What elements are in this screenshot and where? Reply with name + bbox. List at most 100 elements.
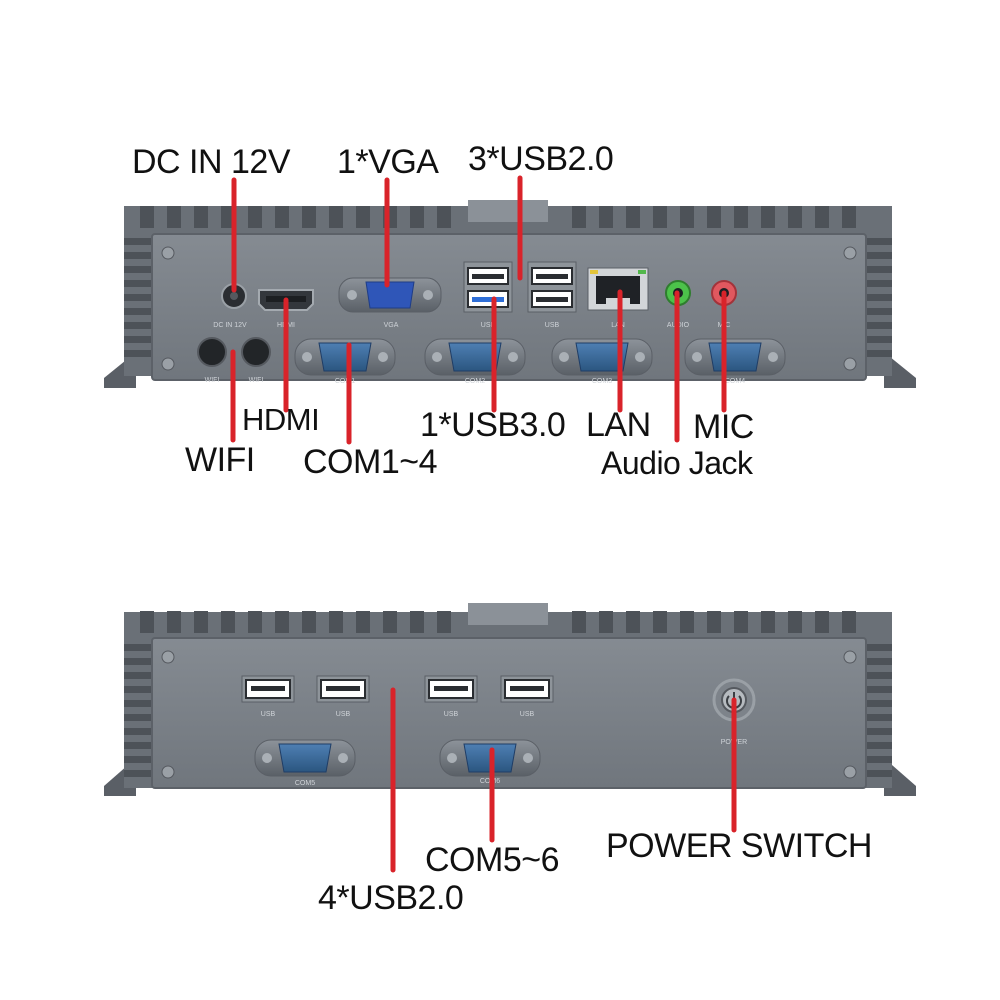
heatsink-fin [302,611,316,633]
heatsink-fin [626,611,640,633]
heatsink-fin [124,252,152,259]
heatsink-fin [248,611,262,633]
heatsink-fin [124,238,152,245]
heatsink-fin [124,714,152,721]
top-pointer-lines [230,175,727,445]
com-port [294,338,396,376]
wifi-silkscreen-1: WIFI [205,377,220,384]
heatsink-fin [866,658,892,665]
heatsink-fin [842,611,856,633]
heatsink-fin [626,206,640,228]
label-usb3: 1*USB3.0 [420,406,566,444]
com-ports-bottom [254,739,541,777]
heatsink-fin [124,658,152,665]
heatsink-fin [329,206,343,228]
heatsink-fin [734,611,748,633]
com3-silkscreen: COM3 [592,378,612,385]
heatsink-fin [866,266,892,273]
usb-port [241,675,295,703]
usb-port [424,675,478,703]
wifi-antenna-2 [241,337,271,367]
heatsink-fin [599,611,613,633]
heatsink-fin [707,206,721,228]
heatsink-fin [275,611,289,633]
heatsink-fin [734,206,748,228]
com-port [254,739,356,777]
heatsink-fin [842,206,856,228]
heatsink-fin [124,336,152,343]
usb-silkscreen-1: USB [261,711,276,718]
heatsink-fin [140,611,154,633]
heatsink-fin [124,672,152,679]
usb-stack-2 [527,261,577,313]
heatsink-fin [124,322,152,329]
label-wifi: WIFI [185,441,255,479]
label-hdmi: HDMI [242,402,320,437]
vga-silkscreen: VGA [384,322,399,329]
com4-silkscreen: COM4 [725,378,745,385]
heatsink-fin [124,700,152,707]
heatsink-fin [761,206,775,228]
label-vga: 1*VGA [337,143,439,181]
heatsink-fin [866,714,892,721]
heatsink-fin [221,611,235,633]
usb-silkscreen-a: USB [481,322,496,329]
usb-ports-bottom [241,675,554,703]
usb-silkscreen-4: USB [520,711,535,718]
heatsink-fin [124,756,152,763]
heatsink-fin [124,644,152,651]
label-power-switch: POWER SWITCH [606,827,872,865]
heatsink-fin [124,350,152,357]
usb-silkscreen-b: USB [545,322,560,329]
vga-port [338,277,442,313]
heatsink-fin [356,611,370,633]
heatsink-fin [124,742,152,749]
heatsink-fin [866,700,892,707]
heatsink-fin [866,672,892,679]
com2-silkscreen: COM2 [465,378,485,385]
heatsink-fin [124,308,152,315]
heatsink-fin [275,206,289,228]
heatsink-fin [866,322,892,329]
heatsink-fin [815,206,829,228]
label-com14: COM1~4 [303,443,438,481]
heatsink-fin [572,611,586,633]
heatsink-fin [866,686,892,693]
com-ports-top [294,338,786,376]
heatsink-fin [866,742,892,749]
heatsink-fin [302,206,316,228]
heatsink-fin [866,294,892,301]
heatsink-fin [599,206,613,228]
dc-in-silkscreen: DC IN 12V [213,322,247,329]
heatsink-fin [124,266,152,273]
heatsink-fin [788,611,802,633]
heatsink-fin [866,336,892,343]
heatsink-fin [124,280,152,287]
com5-silkscreen: COM5 [295,780,315,787]
wifi-silkscreen-2: WIFI [249,377,264,384]
heatsink-fin [680,611,694,633]
heatsink-fin [866,350,892,357]
heatsink-fin [410,611,424,633]
com-port [551,338,653,376]
label-usb-bottom: 4*USB2.0 [318,879,464,917]
heatsink-fin [866,280,892,287]
heatsink-fin [167,611,181,633]
label-mic: MIC [693,408,754,446]
heatsink-fin [788,206,802,228]
heatsink-fin [866,252,892,259]
heatsink-fin [572,206,586,228]
heatsink-fin [329,611,343,633]
heatsink-fin [815,611,829,633]
com-port [684,338,786,376]
heatsink-fin [194,611,208,633]
label-lan: LAN [586,406,651,444]
heatsink-fin [437,206,451,228]
heatsink-fin [124,728,152,735]
usb-silkscreen-3: USB [444,711,459,718]
heatsink-fin [124,770,152,777]
usb-port [500,675,554,703]
heatsink-fin [437,611,451,633]
usb-silkscreen-2: USB [336,711,351,718]
